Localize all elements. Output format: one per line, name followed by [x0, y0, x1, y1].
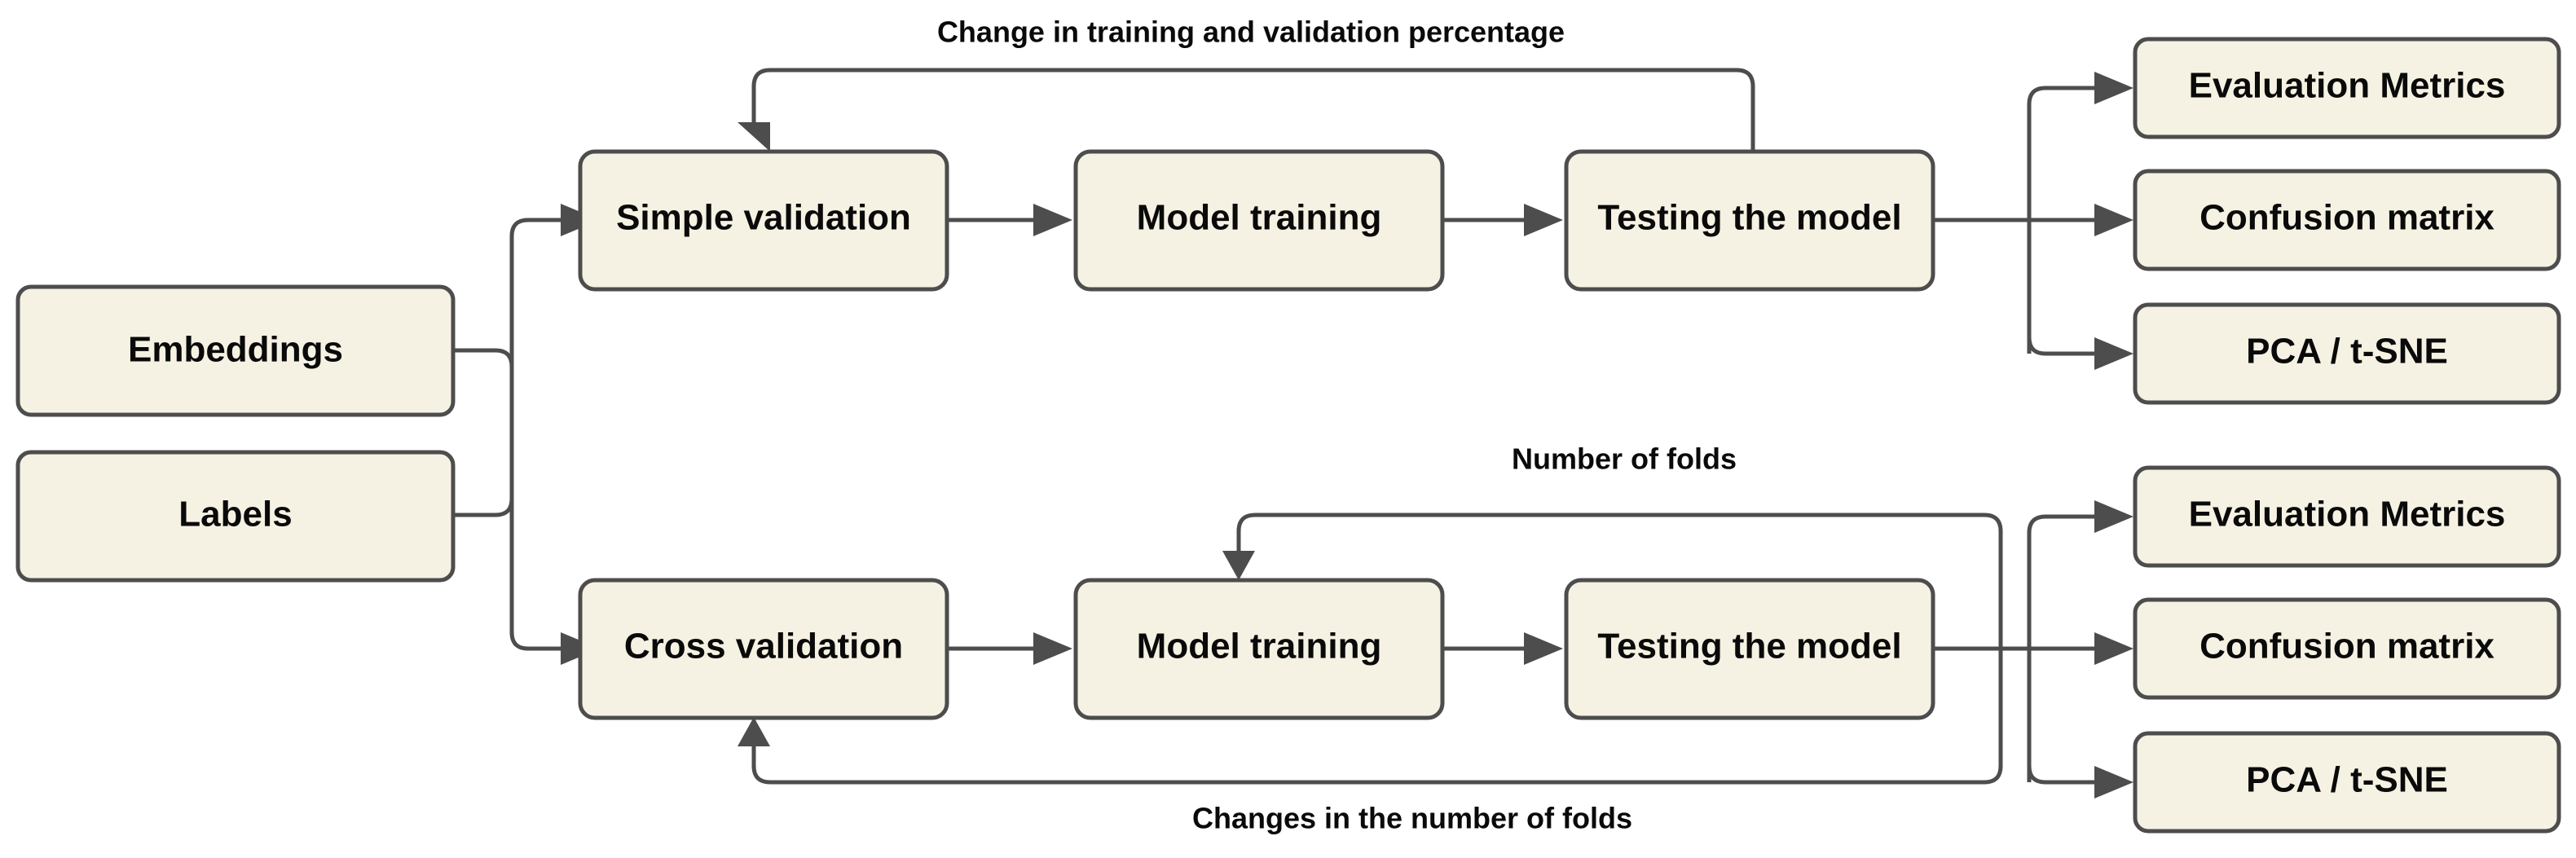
edge-top-feedback-loop	[751, 68, 1755, 152]
node-simple-evaluation-metrics-rect[interactable]	[2133, 37, 2561, 139]
edge-trunk-to-simple-validation	[509, 218, 561, 367]
node-simple-pca-tsne[interactable]: PCA / t-SNE	[2133, 302, 2561, 405]
node-simple-confusion-matrix-rect[interactable]	[2133, 169, 2561, 271]
node-cross-evaluation-metrics[interactable]: Evaluation Metrics	[2133, 465, 2561, 568]
node-labels-label: Labels	[178, 495, 292, 535]
edge-layer	[453, 68, 2133, 799]
node-cross-pca-tsne[interactable]: PCA / t-SNE	[2133, 731, 2561, 834]
arrowhead-simple-evaluation-metrics	[2094, 72, 2133, 104]
edge-embeddings-to-trunk	[453, 348, 514, 367]
node-simple-evaluation-metrics-label: Evaluation Metrics	[2189, 66, 2506, 106]
arrowhead-top-feedback	[738, 122, 770, 152]
edge-changes-in-folds-loop	[751, 746, 2003, 785]
arrowhead-cross-pca-tsne	[2094, 766, 2133, 799]
node-simple-validation-rect[interactable]	[578, 149, 949, 292]
arrowhead-simple-pca-tsne	[2094, 337, 2133, 370]
node-simple-pca-tsne-rect[interactable]	[2133, 302, 2561, 405]
node-layer: Embeddings Labels Simple validation Mode…	[15, 37, 2561, 834]
node-embeddings[interactable]: Embeddings	[15, 284, 456, 417]
edge-fan-to-cross-evaluation-metrics	[2027, 514, 2094, 534]
edge-label-number-of-folds: Number of folds	[1512, 442, 1737, 476]
node-simple-model-training[interactable]: Model training	[1073, 149, 1445, 292]
node-cross-validation[interactable]: Cross validation	[578, 578, 949, 720]
arrowhead-changes-in-folds	[738, 717, 770, 746]
node-labels[interactable]: Labels	[15, 450, 456, 583]
edge-fan-to-cross-pca-tsne	[2027, 765, 2094, 785]
node-cross-confusion-matrix-rect[interactable]	[2133, 597, 2561, 700]
edge-label-changes-in-folds: Changes in the number of folds	[1192, 802, 1632, 835]
node-cross-evaluation-metrics-label: Evaluation Metrics	[2189, 495, 2506, 535]
node-cross-evaluation-metrics-rect[interactable]	[2133, 465, 2561, 568]
node-simple-validation[interactable]: Simple validation	[578, 149, 949, 292]
node-cross-validation-rect[interactable]	[578, 578, 949, 720]
node-cross-testing[interactable]: Testing the model	[1564, 578, 1935, 720]
arrowhead-number-of-folds	[1222, 551, 1255, 580]
node-labels-rect[interactable]	[15, 450, 456, 583]
node-cross-model-training-rect[interactable]	[1073, 578, 1445, 720]
node-simple-testing-label: Testing the model	[1597, 198, 1901, 238]
node-cross-validation-label: Cross validation	[624, 627, 903, 667]
node-simple-testing-rect[interactable]	[1564, 149, 1935, 292]
node-cross-model-training-label: Model training	[1137, 627, 1382, 667]
node-embeddings-rect[interactable]	[15, 284, 456, 417]
node-cross-pca-tsne-label: PCA / t-SNE	[2246, 760, 2448, 800]
edge-label-layer: Change in training and validation percen…	[937, 15, 1737, 835]
node-cross-testing-label: Testing the model	[1597, 627, 1901, 667]
node-cross-pca-tsne-rect[interactable]	[2133, 731, 2561, 834]
node-embeddings-label: Embeddings	[128, 330, 343, 370]
node-cross-confusion-matrix-label: Confusion matrix	[2200, 627, 2495, 667]
node-simple-model-training-label: Model training	[1137, 198, 1382, 238]
arrowhead-cross-testing	[1524, 632, 1563, 665]
edge-label-change-training-validation: Change in training and validation percen…	[937, 15, 1565, 49]
edge-labels-to-trunk	[453, 498, 514, 517]
node-simple-pca-tsne-label: PCA / t-SNE	[2246, 332, 2448, 372]
node-cross-testing-rect[interactable]	[1564, 578, 1935, 720]
arrowhead-cross-confusion-matrix	[2094, 632, 2133, 665]
arrowhead-simple-model-training	[1033, 204, 1072, 236]
edge-fan-to-simple-evaluation-metrics	[2027, 86, 2094, 105]
node-cross-confusion-matrix[interactable]: Confusion matrix	[2133, 597, 2561, 700]
arrowhead-cross-model-training	[1033, 632, 1072, 665]
node-simple-validation-label: Simple validation	[616, 198, 911, 238]
arrowhead-simple-confusion-matrix	[2094, 204, 2133, 236]
arrowhead-simple-testing	[1524, 204, 1563, 236]
edge-number-of-folds-loop	[1236, 513, 2003, 551]
node-simple-evaluation-metrics[interactable]: Evaluation Metrics	[2133, 37, 2561, 139]
node-simple-model-training-rect[interactable]	[1073, 149, 1445, 292]
node-simple-testing[interactable]: Testing the model	[1564, 149, 1935, 292]
node-simple-confusion-matrix[interactable]: Confusion matrix	[2133, 169, 2561, 271]
arrowhead-cross-evaluation-metrics	[2094, 500, 2133, 533]
edge-trunk-to-cross-validation	[509, 499, 561, 651]
node-simple-confusion-matrix-label: Confusion matrix	[2200, 198, 2495, 238]
node-cross-model-training[interactable]: Model training	[1073, 578, 1445, 720]
edge-fan-to-simple-pca-tsne	[2027, 335, 2094, 356]
